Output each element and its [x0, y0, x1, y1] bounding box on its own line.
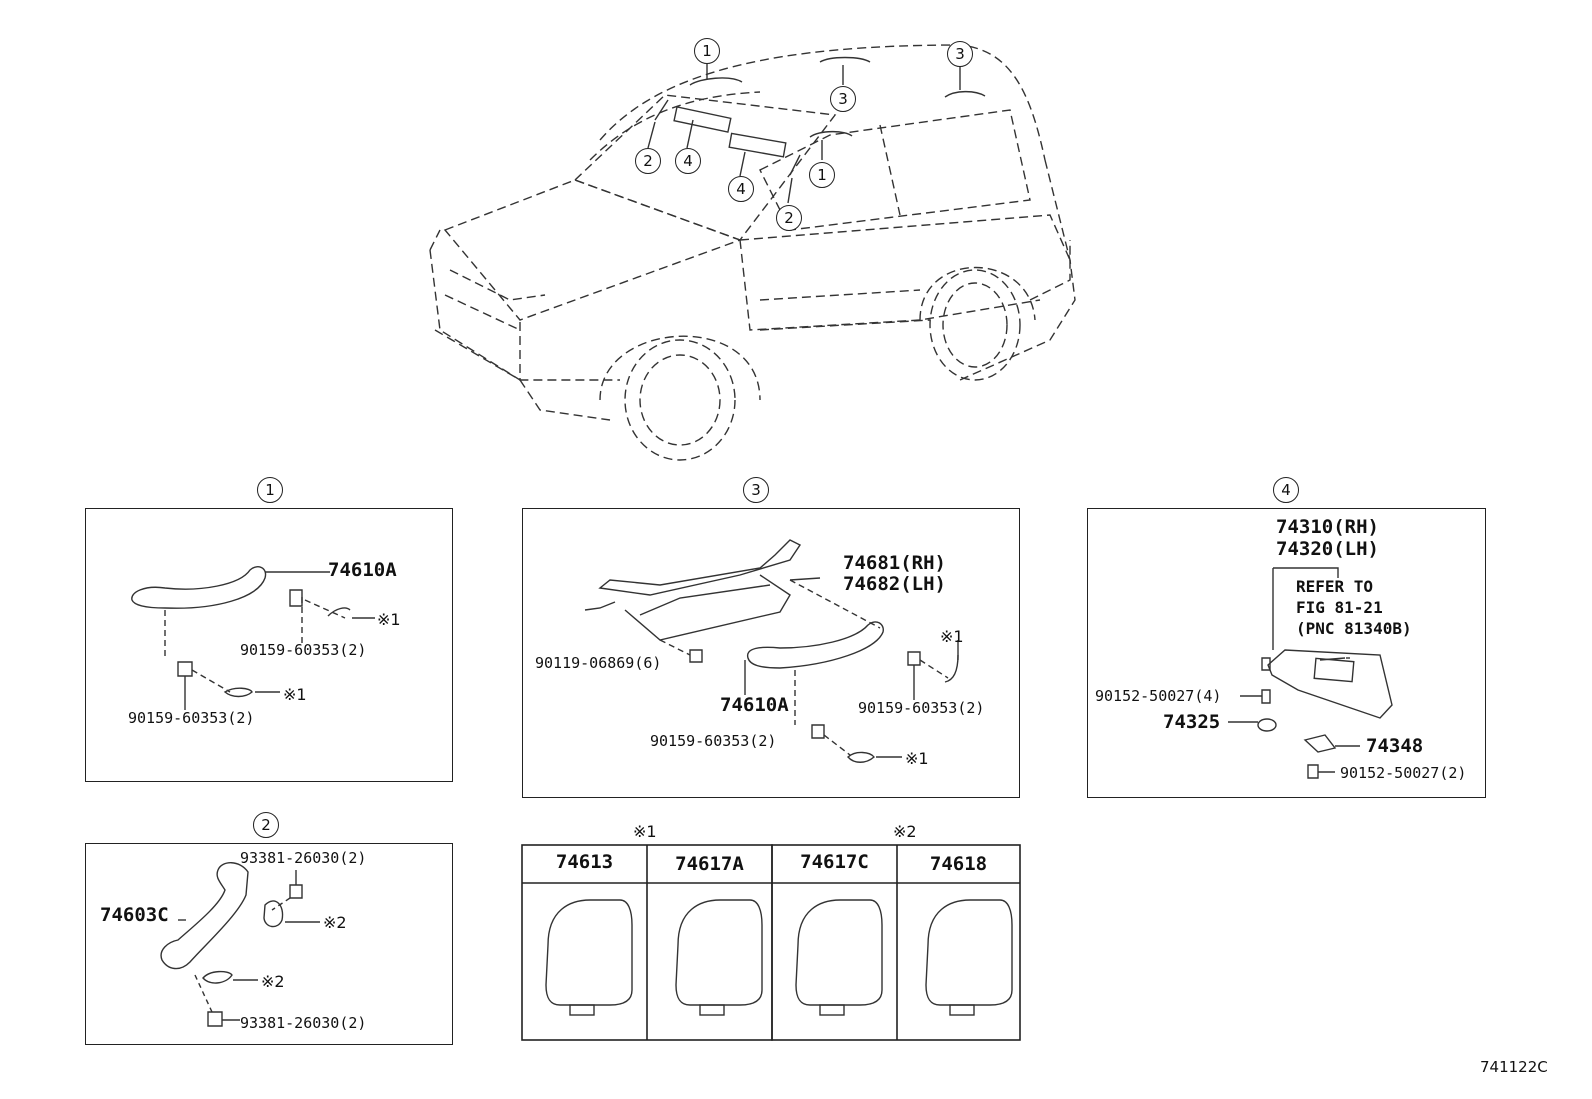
panel-3-frame [522, 508, 1020, 798]
vehicle-callout-2b[interactable]: 2 [776, 205, 802, 231]
panel3-bracket-lh[interactable]: 74682(LH) [843, 573, 946, 595]
panel-4-callout[interactable]: 4 [1273, 477, 1299, 503]
cover-shapes [545, 899, 1013, 1016]
vehicle-interior-items [647, 56, 986, 204]
panel-3-callout[interactable]: 3 [743, 477, 769, 503]
panel1-note-mark-upper: ※1 [377, 610, 401, 629]
panel2-screw-lower[interactable]: 93381-26030(2) [240, 1014, 367, 1032]
panel-1-callout[interactable]: 1 [257, 477, 283, 503]
panel2-screw-upper[interactable]: 93381-26030(2) [240, 849, 367, 867]
panel3-bolt-lower[interactable]: 90159-60353(2) [650, 732, 777, 750]
panel1-linework [131, 566, 375, 710]
vehicle-callout-3a[interactable]: 3 [947, 41, 973, 67]
cover-part-74613[interactable]: 74613 [555, 851, 614, 873]
panel4-refer-line1: REFER TO [1296, 577, 1374, 596]
panel3-part-74610a[interactable]: 74610A [720, 694, 789, 716]
cover-part-74617a[interactable]: 74617A [675, 853, 744, 875]
cover-group-1-mark: ※1 [633, 822, 657, 841]
panel4-part-74325[interactable]: 74325 [1163, 711, 1221, 733]
panel4-part-74348[interactable]: 74348 [1366, 735, 1424, 757]
panel2-note-mark-lower: ※2 [261, 972, 285, 991]
panel2-linework [160, 862, 320, 1027]
vehicle-callout-2a[interactable]: 2 [635, 148, 661, 174]
panel-1-frame [85, 508, 453, 782]
vehicle-callout-4a[interactable]: 4 [675, 148, 701, 174]
panel2-note-mark-upper: ※2 [323, 913, 347, 932]
vehicle-callout-1a[interactable]: 1 [694, 38, 720, 64]
panel1-bolt-lower[interactable]: 90159-60353(2) [128, 709, 255, 727]
vehicle-callout-1b[interactable]: 1 [809, 162, 835, 188]
cover-group-2-mark: ※2 [893, 822, 917, 841]
panel4-visor-lh[interactable]: 74320(LH) [1276, 538, 1379, 560]
panel4-linework [1228, 567, 1393, 779]
panel4-refer-line2[interactable]: FIG 81-21 [1296, 598, 1383, 617]
panel1-part-74610a[interactable]: 74610A [328, 559, 397, 581]
figure-code: 741122C [1480, 1058, 1548, 1076]
panel4-screw-upper[interactable]: 90152-50027(4) [1095, 687, 1222, 705]
cover-grid [521, 844, 1021, 1041]
panel4-screw-lower[interactable]: 90152-50027(2) [1340, 764, 1467, 782]
cover-part-74618[interactable]: 74618 [929, 853, 988, 875]
panel2-part-74603c[interactable]: 74603C [100, 904, 169, 926]
panel3-note-mark-lower: ※1 [905, 749, 929, 768]
panel-4-frame [1087, 508, 1486, 798]
panel3-bolt-right[interactable]: 90159-60353(2) [858, 699, 985, 717]
vehicle-outline [429, 44, 1076, 461]
panel3-note-mark-right: ※1 [940, 627, 964, 646]
panel1-note-mark-lower: ※1 [283, 685, 307, 704]
cover-part-74617c[interactable]: 74617C [800, 851, 869, 873]
panel-2-frame [85, 843, 453, 1045]
panel3-bracket-rh[interactable]: 74681(RH) [843, 552, 946, 574]
panel4-refer-line3[interactable]: (PNC 81340B) [1296, 619, 1412, 638]
panel4-visor-rh[interactable]: 74310(RH) [1276, 516, 1379, 538]
panel3-linework [584, 539, 959, 763]
panel-2-callout[interactable]: 2 [253, 812, 279, 838]
panel1-bolt-upper[interactable]: 90159-60353(2) [240, 641, 367, 659]
vehicle-callout-3b[interactable]: 3 [830, 86, 856, 112]
panel3-bolt-left[interactable]: 90119-06869(6) [535, 654, 662, 672]
vehicle-callout-4b[interactable]: 4 [728, 176, 754, 202]
